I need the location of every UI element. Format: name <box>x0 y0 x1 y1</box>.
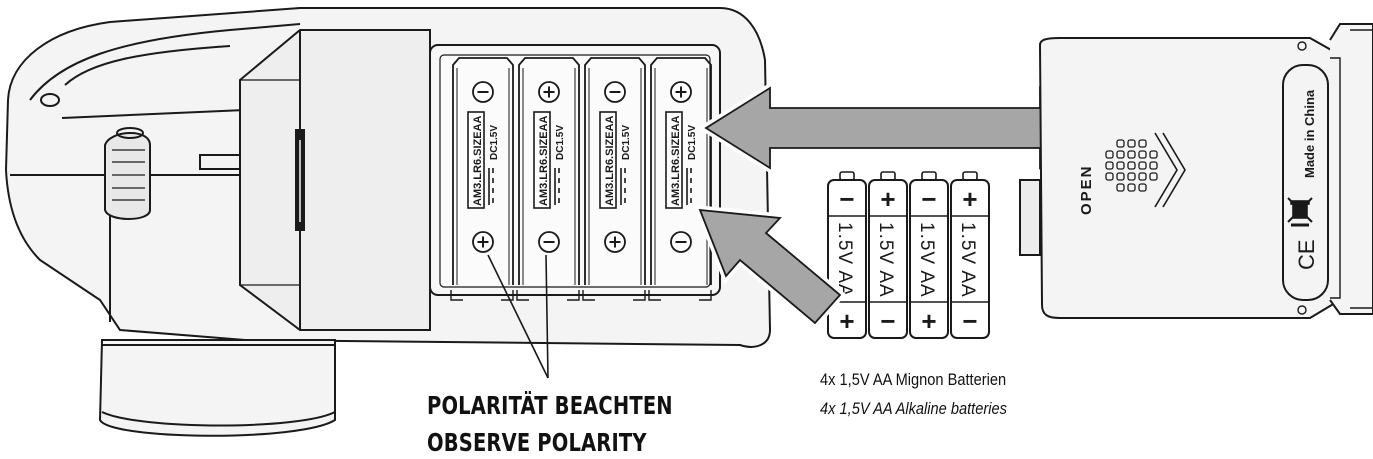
polarity-label-de: POLARITÄT BEACHTEN <box>427 391 673 420</box>
compartment-cell: AM3.LR6.SIZEAA DC1.5V <box>648 57 712 301</box>
polarity-label-en: OBSERVE POLARITY <box>427 428 647 457</box>
compartment-bottom-polarity-minus-icon <box>538 231 560 253</box>
compartment-cell: AM3.LR6.SIZEAA DC1.5V <box>516 57 580 301</box>
cell-voltage-text: DC1.5V <box>687 125 698 160</box>
battery-top-polarity: − <box>839 184 854 214</box>
battery-compartment: AM3.LR6.SIZEAA DC1.5V AM3.LR6.SIZEAA DC1.5V… <box>429 44 721 301</box>
battery-top-polarity: + <box>962 184 977 214</box>
cell-marking-text: AM3.LR6.SIZEAA <box>604 115 616 206</box>
aa-battery: − +1.5V AA <box>909 171 949 339</box>
cell-voltage-text: DC1.5V <box>555 125 566 160</box>
compartment-bottom-polarity-plus-icon <box>472 231 494 253</box>
cell-marking-text: AM3.LR6.SIZEAA <box>538 115 550 206</box>
batteries-label-en: 4x 1,5V AA Alkaline batteries <box>820 399 1007 418</box>
battery-label: 1.5V AA <box>916 222 937 298</box>
battery-bottom-polarity: − <box>880 306 895 336</box>
ce-mark: CE <box>1294 239 1319 270</box>
aa-battery: − +1.5V AA <box>827 171 867 339</box>
compartment-top-polarity-minus-icon <box>604 81 626 103</box>
compartment-top-polarity-minus-icon <box>472 81 494 103</box>
insert-arrow-outline <box>698 208 842 325</box>
battery-bottom-polarity: + <box>921 306 936 336</box>
batteries-label-de: 4x 1,5V AA Mignon Batterien <box>820 370 1007 389</box>
battery-label: 1.5V AA <box>834 222 855 298</box>
cover-grip-dots <box>1105 139 1158 192</box>
battery-top-polarity: − <box>921 184 936 214</box>
compartment-cell: AM3.LR6.SIZEAA DC1.5V <box>582 57 646 301</box>
loose-batteries: −+1.5V AA+−1.5V AA−+1.5V AA+−1.5V AA <box>827 171 990 339</box>
cell-marking-text: AM3.LR6.SIZEAA <box>472 115 484 206</box>
battery-label: 1.5V AA <box>957 222 978 298</box>
cover-made-in-text: Made in China <box>1302 89 1317 178</box>
cell-marking-text: AM3.LR6.SIZEAA <box>670 115 682 206</box>
compartment-top-polarity-plus-icon <box>670 81 692 103</box>
compartment-bottom-polarity-plus-icon <box>604 231 626 253</box>
aa-battery: + − 1.5V AA <box>868 171 908 339</box>
compartment-top-polarity-plus-icon <box>538 81 560 103</box>
weee-bin-icon <box>1287 197 1313 227</box>
polarity-pointer-lines <box>487 254 549 379</box>
cell-voltage-text: DC1.5V <box>489 125 500 160</box>
battery-top-polarity: + <box>880 184 895 214</box>
aa-battery: + − 1.5V AA <box>950 171 990 339</box>
battery-bottom-polarity: − <box>962 306 977 336</box>
battery-cover <box>1019 23 1373 319</box>
cover-open-text: OPEN <box>1078 164 1095 215</box>
battery-label: 1.5V AA <box>875 222 896 298</box>
compartment-bottom-polarity-minus-icon <box>670 231 692 253</box>
cell-voltage-text: DC1.5V <box>621 125 632 160</box>
compartment-cell: AM3.LR6.SIZEAA DC1.5V <box>450 57 514 301</box>
battery-bottom-polarity: + <box>839 306 854 336</box>
